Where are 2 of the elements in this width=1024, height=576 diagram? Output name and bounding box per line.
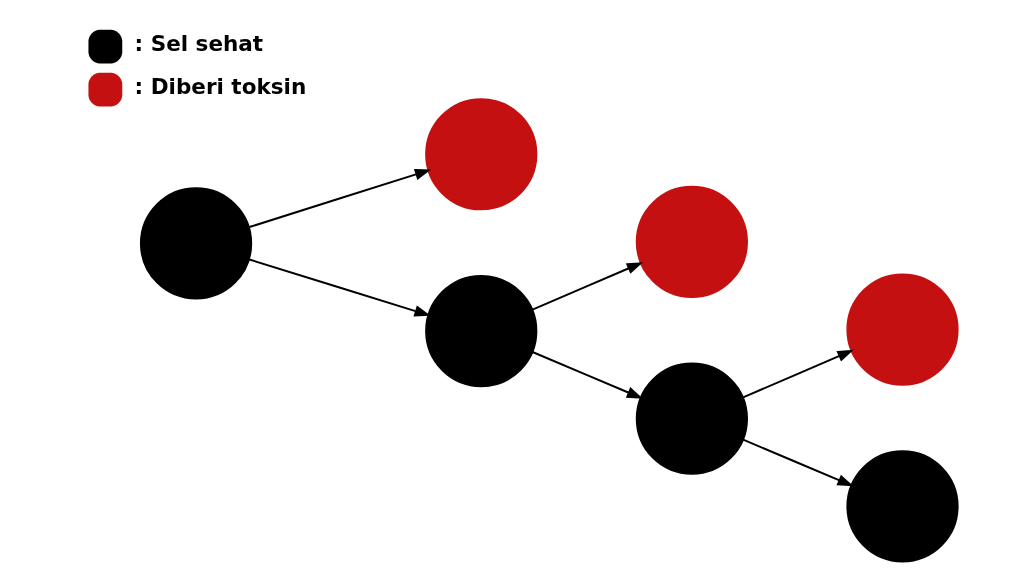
legend-label: : Diberi toksin [134,73,307,99]
legend-label: : Sel sehat [134,30,264,56]
